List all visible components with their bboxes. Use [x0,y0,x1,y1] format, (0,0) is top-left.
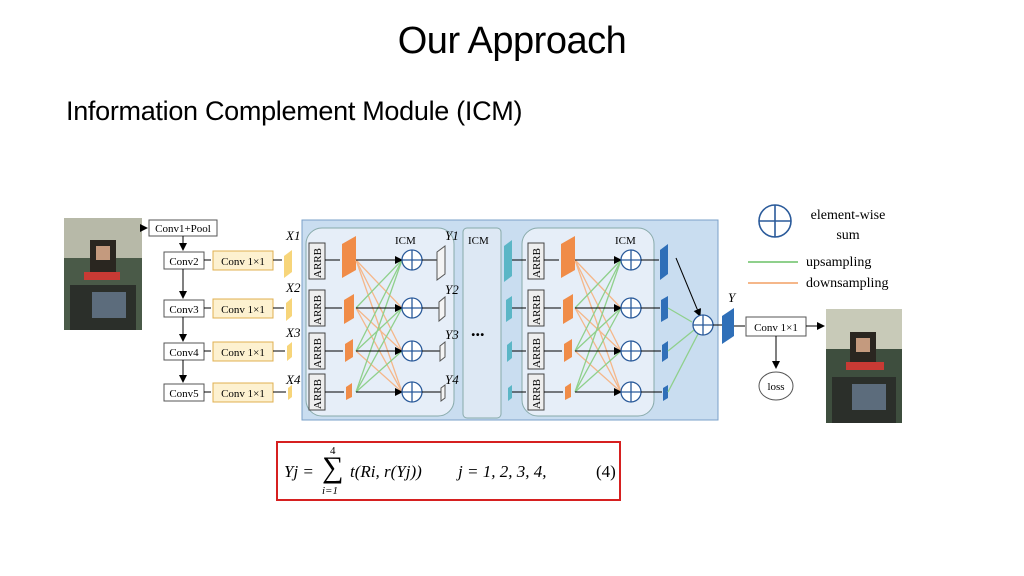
x-label-2: X2 [285,280,301,295]
arrb-1b: ARRB [312,295,324,325]
legend-downsampling: downsampling [806,276,888,291]
lateral-conv-3: Conv 1×1 [221,347,265,359]
input-image [64,218,142,330]
y-label-3: Y3 [445,327,459,342]
arrb-1a: ARRB [312,248,324,278]
icm-middle-block [462,227,502,419]
legend-upsampling: upsampling [806,255,871,270]
equation-box: Yj = 4 ∑ i=1 t(Ri, r(Yj)) j = 1, 2, 3, 4… [276,441,621,501]
equation-condition: j = 1, 2, 3, 4, [458,462,547,481]
lateral-conv-2: Conv 1×1 [221,304,265,316]
slide-subtitle: Information Complement Module (ICM) [66,96,523,126]
x-label-4: X4 [285,372,301,387]
x-label-3: X3 [285,325,301,340]
lateral-conv-1: Conv 1×1 [221,256,265,268]
icm-block-1-label: ICM [395,235,416,247]
backbone-conv4: Conv4 [169,347,199,359]
arrb-1c: ARRB [312,338,324,368]
y-label-2: Y2 [445,282,459,297]
output-image [826,309,902,423]
ellipsis: ... [471,320,485,340]
arrb-2a: ARRB [531,248,543,278]
y-label-4: Y4 [445,372,459,387]
icm-block-1: ICM ARRB ARRB ARRB ARRB [305,227,459,417]
equation-sum-top: 4 [330,445,336,457]
arrb-2c: ARRB [531,338,543,368]
equation-number: (4) [596,462,616,481]
arrb-1d: ARRB [312,379,324,409]
backbone-conv5: Conv5 [169,388,199,400]
backbone-conv1: Conv1+Pool [155,223,211,235]
arrb-2d: ARRB [531,379,543,409]
equation-sum-bottom: i=1 [322,485,338,497]
legend-sum-line1: element-wise [811,208,886,223]
icm-middle-label: ICM [468,235,489,247]
backbone-column: Conv1+Pool Conv2 Conv3 Conv4 Conv5 [140,219,218,402]
legend-sum-line2: sum [836,228,859,243]
icm-block-2-label: ICM [615,235,636,247]
loss-label: loss [767,381,784,393]
output-features [660,244,668,401]
backbone-conv2: Conv2 [169,256,198,268]
x-features: X1 X2 X3 X4 [273,228,301,400]
backbone-conv3: Conv3 [169,304,199,316]
fusion: Y Conv 1×1 loss [667,257,825,401]
x-label-1: X1 [285,228,300,243]
equation-body: t(Ri, r(Yj)) [350,462,422,481]
output-y-label: Y [728,290,737,305]
legend: element-wise sum upsampling downsampling [748,204,888,291]
lateral-convs: Conv 1×1 Conv 1×1 Conv 1×1 Conv 1×1 [204,250,274,403]
slide-title: Our Approach [397,20,627,62]
y-label-1: Y1 [445,228,459,243]
arrb-2b: ARRB [531,295,543,325]
sigma-symbol: ∑ [322,451,344,484]
icm-block-2: ICM ARRB ARRB ARRB ARRB [512,227,662,417]
output-conv: Conv 1×1 [754,322,798,334]
teal-features [504,240,512,401]
equation-lhs: Yj = [284,462,314,481]
lateral-conv-4: Conv 1×1 [221,388,265,400]
